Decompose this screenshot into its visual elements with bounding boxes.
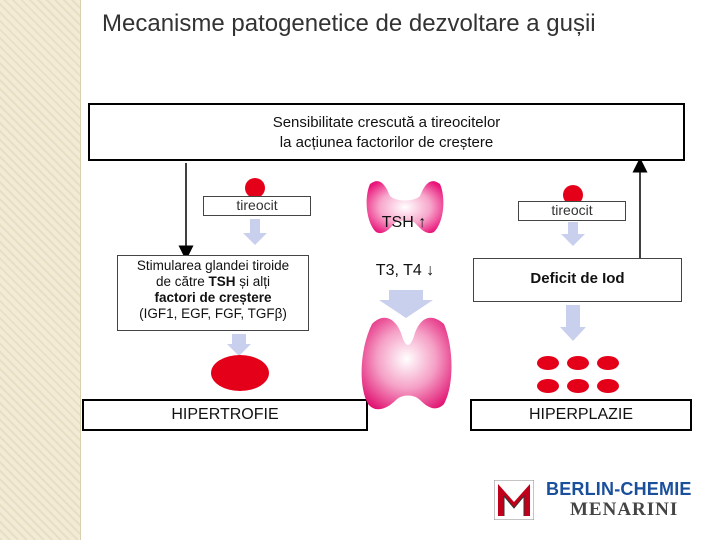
decorative-side-band (0, 0, 80, 540)
stimulation-line-1: Stimularea glandei tiroide (136, 258, 290, 273)
arrow-down-left-2 (227, 334, 251, 356)
thyroid-illustration (361, 181, 452, 410)
hypertrophy-label: HIPERTROFIE (171, 406, 279, 423)
iodine-deficit-box: Deficit de Iod (473, 258, 682, 302)
stimulation-line-3: factori de creștere (154, 290, 272, 305)
menarini-logo-icon (494, 480, 534, 520)
arrow-down-right-2 (560, 305, 586, 345)
thyrocyte-label-box-right: tireocit (518, 201, 626, 221)
stimulation-box: Stimularea glandei tiroide de către TSH … (117, 255, 309, 331)
slide-title: Mecanisme patogenetice de dezvoltare a g… (102, 10, 596, 37)
hyperplastic-cell (537, 356, 559, 370)
stimulation-line-4: (IGF1, EGF, FGF, TGFβ) (139, 306, 287, 321)
arrow-down-center (379, 290, 433, 320)
hyperplastic-cell (567, 356, 589, 370)
arrow-down-right-1 (561, 222, 585, 246)
small-thyroid-icon (366, 181, 444, 234)
enlarged-thyroid-icon (361, 317, 452, 410)
tsh-label: TSH ↑ (381, 214, 427, 231)
hyperplasia-box: HIPERPLAZIE (470, 399, 692, 431)
hyperplastic-cell (597, 356, 619, 370)
thyrocyte-cell-right (563, 185, 583, 205)
hypertrophic-cell (211, 355, 269, 391)
thyrocyte-cell-left (245, 178, 265, 198)
side-band-divider (80, 0, 81, 540)
thyrocyte-label-right: tireocit (551, 202, 593, 218)
band-pattern (0, 0, 80, 540)
hyperplastic-cell (567, 379, 589, 393)
logo-berlin-chemie: BERLIN-CHEMIE (546, 479, 692, 499)
hyperplastic-cell (597, 379, 619, 393)
sensitivity-line-2: la acțiunea factorilor de creștere (279, 134, 494, 151)
hyperplastic-cell (537, 379, 559, 393)
arrow-down-left-1 (243, 219, 267, 245)
thyrocyte-label-box-left: tireocit (203, 196, 311, 216)
hypertrophy-box: HIPERTROFIE (82, 399, 368, 431)
stimulation-line-2: de către TSH și alți (155, 274, 271, 289)
t3-t4-label: T3, T4 ↓ (375, 262, 435, 279)
sensitivity-line-1: Sensibilitate crescută a tireocitelor (272, 114, 501, 131)
sensitivity-box: Sensibilitate crescută a tireocitelor la… (88, 103, 685, 161)
iodine-deficit-label: Deficit de Iod (530, 270, 625, 287)
thyrocyte-label-left: tireocit (236, 197, 278, 213)
logo-menarini: MENARINI (570, 499, 679, 520)
hyperplasia-label: HIPERPLAZIE (528, 406, 634, 423)
